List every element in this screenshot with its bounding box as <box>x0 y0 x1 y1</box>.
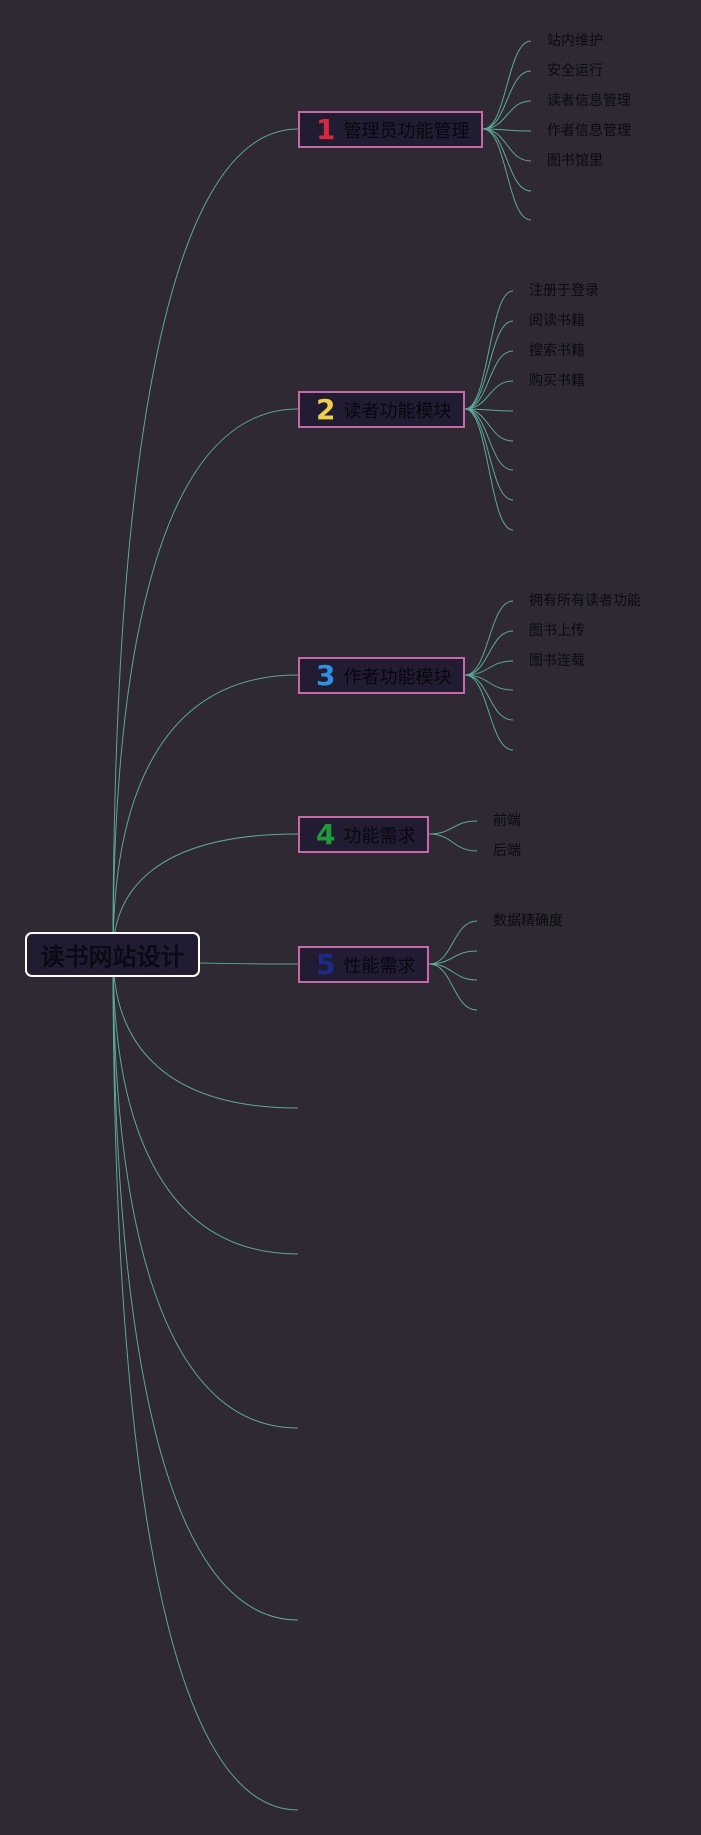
leaf-connector <box>464 408 514 471</box>
leaf-connector <box>482 128 532 192</box>
branch-number-badge: 3 <box>316 658 336 692</box>
empty-branch-connector <box>112 953 299 1109</box>
leaf-item[interactable]: 注册于登录 <box>529 283 599 299</box>
branch-reader-module[interactable]: 2 读者功能模块 <box>298 391 465 428</box>
leaf-connector <box>482 100 532 130</box>
leaf-connector <box>482 128 532 162</box>
leaf-item[interactable]: 搜索书籍 <box>529 343 585 359</box>
branch-label: 作者功能模块 <box>343 666 452 688</box>
leaf-connector <box>464 660 514 676</box>
branch-number-badge: 1 <box>316 112 336 146</box>
leaf-connector <box>464 380 514 410</box>
leaf-item[interactable]: 拥有所有读者功能 <box>529 593 641 609</box>
leaf-connector <box>464 408 514 531</box>
leaf-connector <box>482 128 532 132</box>
leaf-connector <box>464 290 514 410</box>
branch-connector <box>112 408 299 955</box>
branch-label: 功能需求 <box>343 825 416 847</box>
leaf-connector <box>428 820 478 835</box>
leaf-connector <box>464 408 514 412</box>
leaf-item[interactable]: 读者信息管理 <box>547 93 631 109</box>
branch-connector <box>112 674 299 955</box>
leaf-item[interactable]: 图书连载 <box>529 653 585 669</box>
leaf-item[interactable]: 阅读书籍 <box>529 313 585 329</box>
leaf-item[interactable]: 图书馆里 <box>547 153 603 169</box>
branch-number-badge: 5 <box>316 947 336 981</box>
leaf-connector <box>464 630 514 676</box>
leaf-item[interactable]: 数据精确度 <box>493 913 563 929</box>
branch-functional-requirements[interactable]: 4 功能需求 <box>298 816 429 853</box>
empty-branch-connector <box>112 953 299 1255</box>
leaf-connector <box>464 600 514 676</box>
leaf-connector <box>428 950 478 965</box>
branch-admin-functions[interactable]: 1 管理员功能管理 <box>298 111 483 148</box>
branch-connector <box>112 128 299 955</box>
leaf-item[interactable]: 图书上传 <box>529 623 585 639</box>
leaf-connector <box>464 408 514 501</box>
branch-number-badge: 2 <box>316 392 336 426</box>
root-node[interactable]: 读书网站设计 <box>25 932 200 977</box>
leaf-item[interactable]: 安全运行 <box>547 63 603 79</box>
branch-label: 性能需求 <box>343 955 416 977</box>
leaf-connector <box>428 963 478 1011</box>
empty-branch-connector <box>112 953 299 1621</box>
empty-branch-connector <box>112 953 299 1429</box>
leaf-item[interactable]: 作者信息管理 <box>547 123 631 139</box>
leaf-connector <box>428 920 478 965</box>
branch-label: 管理员功能管理 <box>343 120 470 142</box>
leaf-connector <box>482 128 532 221</box>
leaf-connector <box>464 674 514 721</box>
branch-author-module[interactable]: 3 作者功能模块 <box>298 657 465 694</box>
branch-performance-requirements[interactable]: 5 性能需求 <box>298 946 429 983</box>
leaf-connector <box>428 833 478 852</box>
leaf-item[interactable]: 前端 <box>493 813 521 829</box>
branch-connector <box>112 833 299 955</box>
branch-number-badge: 4 <box>316 817 336 851</box>
leaf-connector <box>464 350 514 410</box>
empty-branch-connector <box>112 953 299 1811</box>
leaf-item[interactable]: 后端 <box>493 843 521 859</box>
leaf-connector <box>482 70 532 130</box>
leaf-connector <box>428 963 478 981</box>
leaf-connector <box>482 40 532 130</box>
leaf-item[interactable]: 站内维护 <box>547 33 603 49</box>
root-label: 读书网站设计 <box>40 943 185 971</box>
branch-label: 读者功能模块 <box>343 400 452 422</box>
leaf-connector <box>464 674 514 751</box>
leaf-item[interactable]: 购买书籍 <box>529 373 585 389</box>
leaf-connector <box>464 320 514 410</box>
